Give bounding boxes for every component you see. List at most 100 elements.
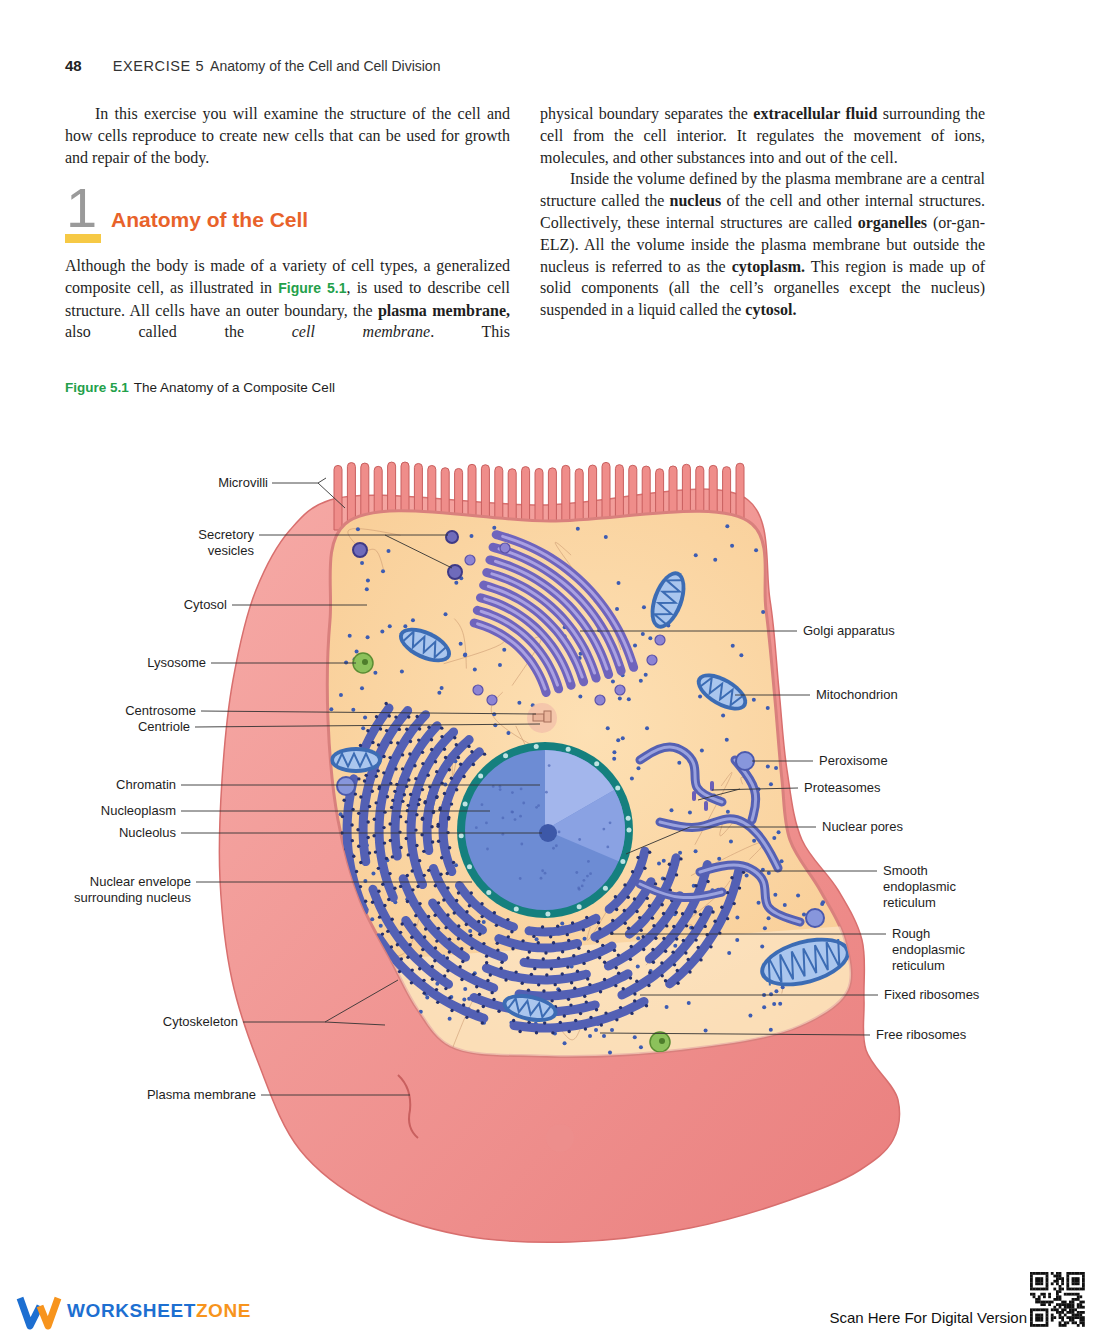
qr-module (1051, 1319, 1054, 1322)
fixed-ribosome (574, 1019, 577, 1022)
part-label: Peroxisome (819, 753, 888, 769)
fixed-ribosome (579, 1012, 582, 1015)
qr-module (1043, 1303, 1046, 1306)
body-text: Figure 5.1 (278, 280, 346, 296)
qr-module (1056, 1275, 1059, 1278)
ribosome (360, 561, 364, 565)
qr-module (1035, 1301, 1038, 1304)
part-label: Microvilli (218, 475, 268, 491)
fixed-ribosome (435, 939, 438, 942)
fixed-ribosome (417, 738, 420, 741)
fixed-ribosome (411, 968, 414, 971)
ribosome (339, 693, 343, 697)
fixed-ribosome (410, 981, 413, 984)
er-sheet (403, 879, 465, 957)
er-sheet (379, 938, 484, 1018)
fixed-ribosome (426, 774, 429, 777)
qr-module (1035, 1288, 1038, 1291)
qr-module (1038, 1272, 1041, 1275)
fixed-ribosome (626, 896, 629, 899)
part-label: Secretory vesicles (182, 527, 254, 559)
ribosome (502, 648, 506, 652)
ribosome (361, 726, 365, 730)
part-label: Cytosol (184, 597, 227, 613)
qr-module (1035, 1316, 1038, 1319)
fixed-ribosome (693, 910, 696, 913)
qr-module (1030, 1280, 1033, 1283)
fixed-ribosome (411, 888, 414, 891)
qr-module (1072, 1319, 1075, 1322)
fixed-ribosome (694, 938, 697, 941)
qr-module (1061, 1282, 1064, 1285)
ribosome (748, 1014, 752, 1018)
leader-line (385, 535, 452, 568)
fixed-ribosome (410, 869, 413, 872)
qr-module (1066, 1275, 1069, 1278)
leader-line (580, 631, 797, 632)
leader-line (195, 724, 540, 727)
part-label: Nucleolus (119, 825, 176, 841)
fixed-ribosome (619, 1006, 622, 1009)
fixed-ribosome (557, 957, 560, 960)
er-sheet (384, 715, 426, 790)
fixed-ribosome (343, 864, 346, 867)
ribosome (469, 534, 473, 538)
fixed-ribosome (455, 743, 458, 746)
ribosome (669, 808, 673, 812)
qr-module (1038, 1316, 1041, 1319)
secretory-vesicle (446, 531, 458, 543)
fixed-ribosome (455, 899, 458, 902)
fixed-ribosome (489, 973, 492, 976)
ribosome (677, 761, 681, 765)
fixed-ribosome (623, 922, 626, 925)
qr-module (1059, 1275, 1062, 1278)
chromatin-granule (548, 764, 551, 767)
qr-module (1030, 1319, 1033, 1322)
nuclear-pore (603, 886, 608, 891)
qr-module (1072, 1301, 1075, 1304)
filament (695, 772, 732, 844)
fixed-ribosome (665, 924, 668, 927)
fixed-ribosome (375, 715, 378, 718)
er-sheet (433, 903, 504, 957)
fixed-ribosome (654, 882, 657, 885)
fixed-ribosome (424, 927, 427, 930)
fixed-ribosome (675, 873, 678, 876)
fixed-ribosome (399, 885, 402, 888)
qr-module (1046, 1316, 1049, 1319)
qr-module (1059, 1288, 1062, 1291)
er-lumen (640, 747, 722, 802)
chromatin-granule (520, 843, 523, 846)
golgi-vesicle (595, 695, 605, 705)
fixed-ribosome (596, 940, 599, 943)
fixed-ribosome (388, 872, 391, 875)
er-sheet (347, 779, 364, 911)
fixed-ribosome (399, 815, 402, 818)
ribosome (766, 764, 770, 768)
qr-module (1059, 1324, 1062, 1327)
er-sheet (373, 889, 449, 984)
fixed-ribosome (409, 740, 412, 743)
fixed-ribosome (388, 822, 391, 825)
ribosome (608, 1051, 612, 1055)
qr-module (1030, 1308, 1033, 1311)
fixed-ribosome (470, 750, 473, 753)
fixed-ribosome (571, 921, 574, 924)
leader-line (181, 833, 542, 834)
fixed-ribosome (629, 976, 632, 979)
fixed-ribosome (633, 992, 636, 995)
qr-module (1053, 1280, 1056, 1283)
ribosome (365, 587, 369, 591)
part-label: Plasma membrane (147, 1087, 256, 1103)
ribosome (535, 937, 539, 941)
fixed-ribosome (646, 897, 649, 900)
fixed-ribosome (410, 936, 413, 939)
ribosome (766, 706, 770, 710)
mitochondrion-inner (505, 994, 556, 1022)
ribosome (639, 679, 643, 683)
fixed-ribosome (448, 996, 451, 999)
ribosome (700, 749, 704, 753)
fixed-ribosome (420, 833, 423, 836)
golgi-vesicle (473, 685, 483, 695)
fixed-ribosome (452, 861, 455, 864)
